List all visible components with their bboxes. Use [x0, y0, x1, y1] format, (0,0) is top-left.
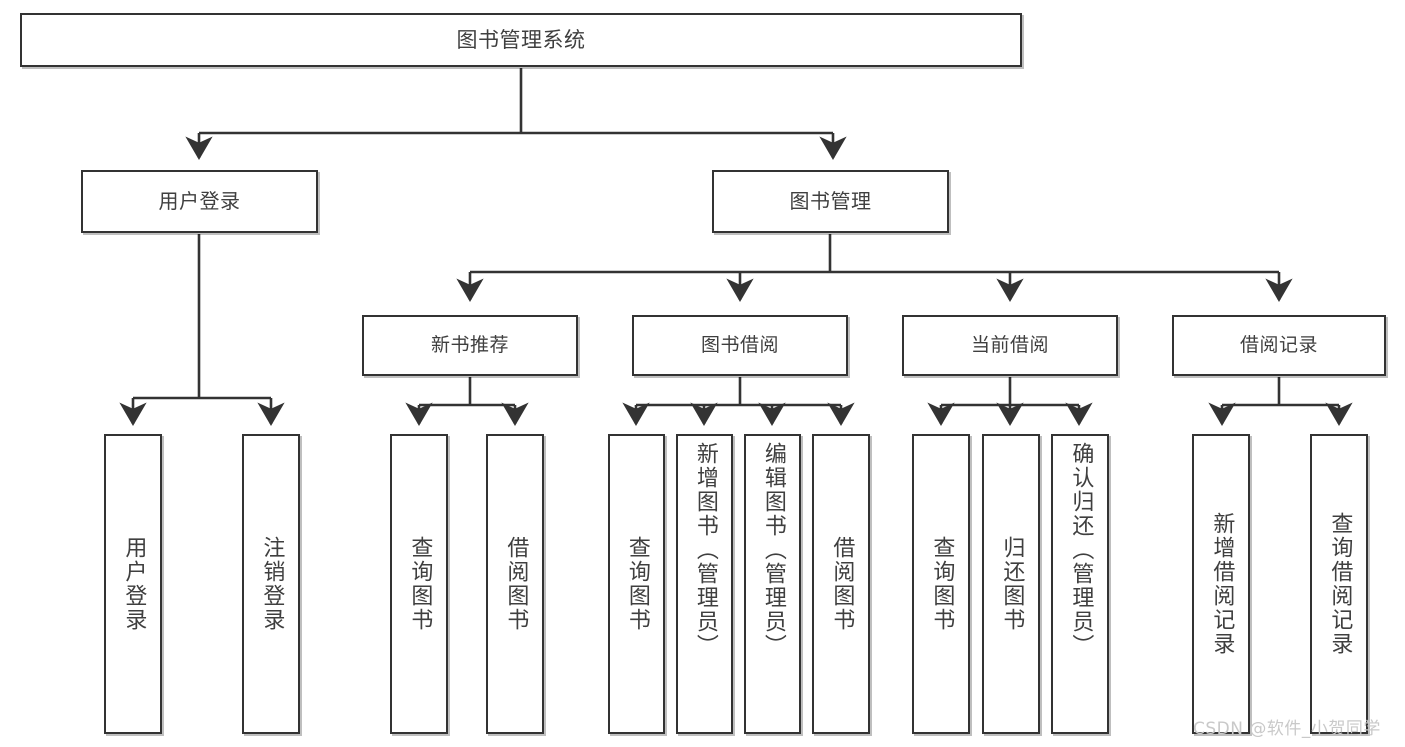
leaf-user-login-signout-label: 注销登录 — [259, 536, 285, 632]
node-book-management[interactable]: 图书管理 — [712, 170, 949, 233]
leaf-book-borrow-edit[interactable]: 编辑图书（管理员） — [744, 434, 801, 734]
leaf-book-borrow-add-label: 新增图书（管理员） — [692, 442, 718, 658]
leaf-user-login-signout[interactable]: 注销登录 — [242, 434, 300, 734]
leaf-book-borrow-query[interactable]: 查询图书 — [608, 434, 665, 734]
leaf-book-borrow-lend[interactable]: 借阅图书 — [812, 434, 870, 734]
leaf-current-borrow-return-label: 归还图书 — [999, 536, 1025, 632]
leaf-book-borrow-lend-label: 借阅图书 — [829, 536, 855, 632]
node-new-book-recommend[interactable]: 新书推荐 — [362, 315, 578, 376]
node-current-borrow[interactable]: 当前借阅 — [902, 315, 1118, 376]
leaf-new-book-borrow[interactable]: 借阅图书 — [486, 434, 544, 734]
node-new-book-recommend-label: 新书推荐 — [430, 334, 509, 357]
leaf-new-book-query-label: 查询图书 — [407, 536, 433, 632]
leaf-current-borrow-return[interactable]: 归还图书 — [982, 434, 1040, 734]
leaf-borrow-record-add-label: 新增借阅记录 — [1209, 512, 1235, 656]
leaf-borrow-record-query[interactable]: 查询借阅记录 — [1310, 434, 1368, 734]
node-borrow-record[interactable]: 借阅记录 — [1172, 315, 1386, 376]
node-book-borrow[interactable]: 图书借阅 — [632, 315, 848, 376]
leaf-current-borrow-query-label: 查询图书 — [929, 536, 955, 632]
leaf-user-login-signin[interactable]: 用户登录 — [104, 434, 162, 734]
node-root-label: 图书管理系统 — [456, 27, 586, 52]
leaf-current-borrow-query[interactable]: 查询图书 — [912, 434, 970, 734]
node-user-login[interactable]: 用户登录 — [81, 170, 318, 233]
leaf-book-borrow-edit-label: 编辑图书（管理员） — [760, 442, 786, 658]
leaf-book-borrow-query-label: 查询图书 — [624, 536, 650, 632]
leaf-user-login-signin-label: 用户登录 — [121, 536, 147, 632]
leaf-borrow-record-add[interactable]: 新增借阅记录 — [1192, 434, 1250, 734]
node-current-borrow-label: 当前借阅 — [970, 334, 1049, 357]
watermark: CSDN @软件_小贺同学 — [1193, 719, 1381, 739]
node-book-borrow-label: 图书借阅 — [700, 334, 779, 357]
node-borrow-record-label: 借阅记录 — [1239, 334, 1318, 357]
node-book-management-label: 图书管理 — [789, 188, 872, 213]
node-user-login-label: 用户登录 — [158, 188, 241, 213]
leaf-borrow-record-query-label: 查询借阅记录 — [1327, 512, 1353, 656]
node-root[interactable]: 图书管理系统 — [20, 13, 1022, 67]
leaf-current-borrow-confirm-label: 确认归还（管理员） — [1068, 442, 1094, 658]
leaf-new-book-borrow-label: 借阅图书 — [503, 536, 529, 632]
leaf-current-borrow-confirm[interactable]: 确认归还（管理员） — [1051, 434, 1109, 734]
leaf-book-borrow-add[interactable]: 新增图书（管理员） — [676, 434, 733, 734]
leaf-new-book-query[interactable]: 查询图书 — [390, 434, 448, 734]
